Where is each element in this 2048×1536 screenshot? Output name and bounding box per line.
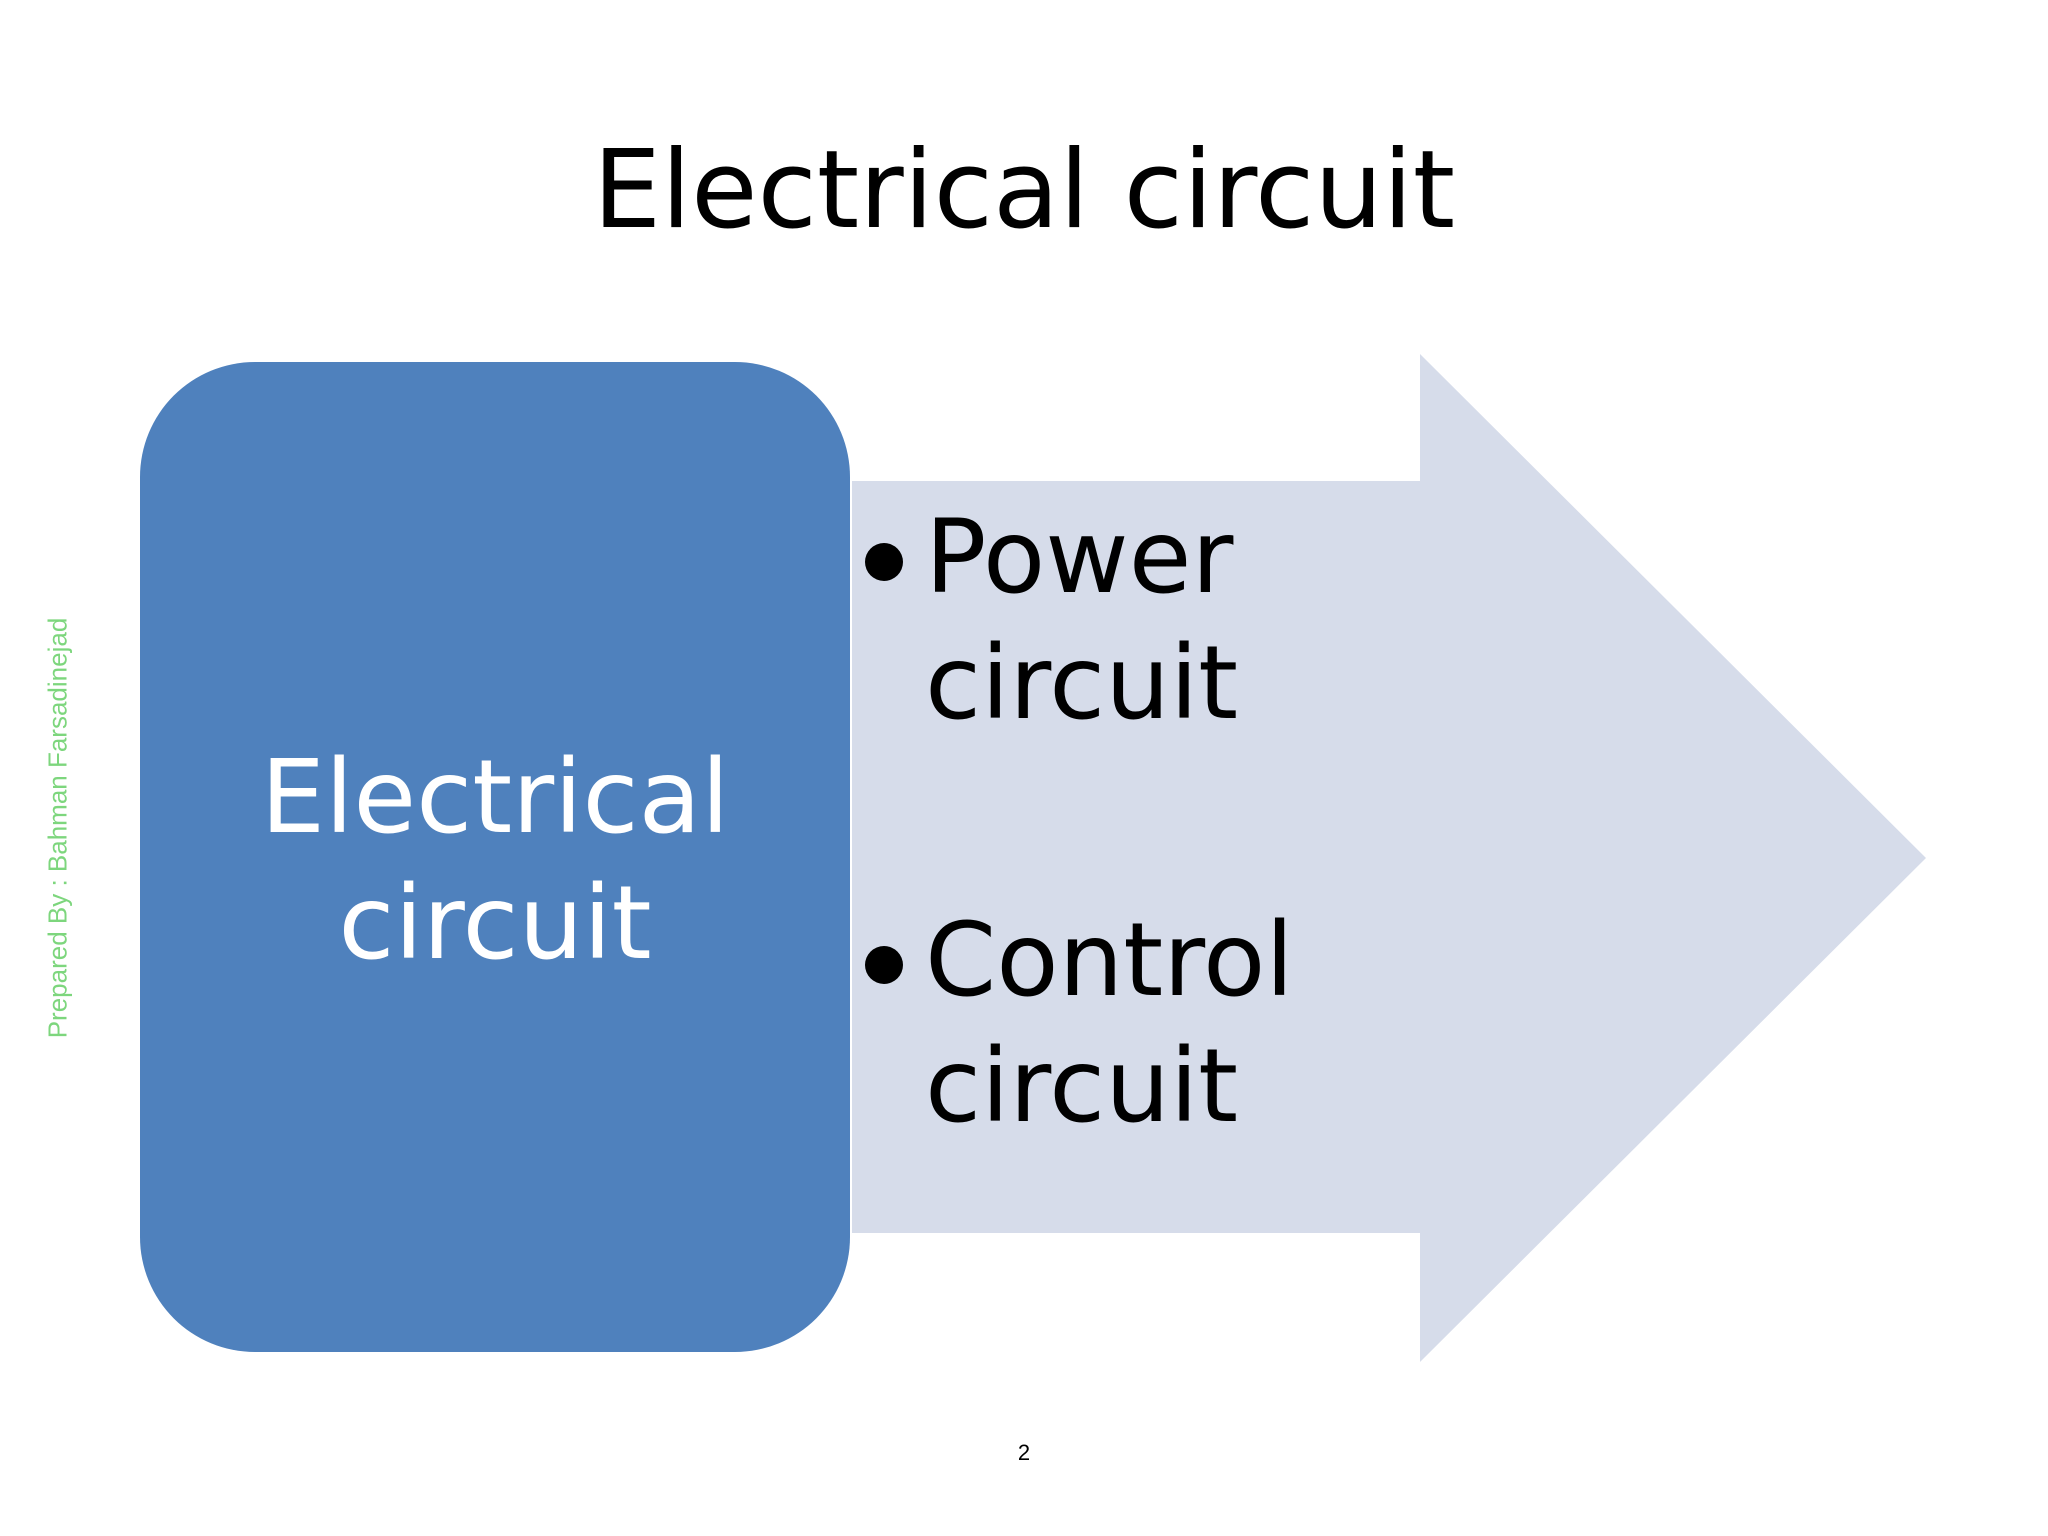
bullet-item-control-circuit: Control circuit xyxy=(860,898,1560,1151)
electrical-circuit-box xyxy=(140,362,850,1352)
slide-title: Electrical circuit xyxy=(592,128,1456,253)
watermark: Prepared By : Bahman Farsadinejad xyxy=(42,617,73,1039)
bullet-item-power-circuit: Power circuit xyxy=(860,495,1560,748)
arrow-shape xyxy=(852,354,1926,1362)
bullet-icon xyxy=(865,945,903,984)
bullet-icon xyxy=(865,543,903,581)
page-number: 2 xyxy=(1017,1440,1031,1465)
bullet-label: Power circuit xyxy=(925,498,1239,744)
bullet-list: Power circuit Control circuit xyxy=(860,495,1560,1151)
box-label: Electrical circuit xyxy=(260,738,730,984)
bullet-label: Control circuit xyxy=(925,900,1294,1147)
